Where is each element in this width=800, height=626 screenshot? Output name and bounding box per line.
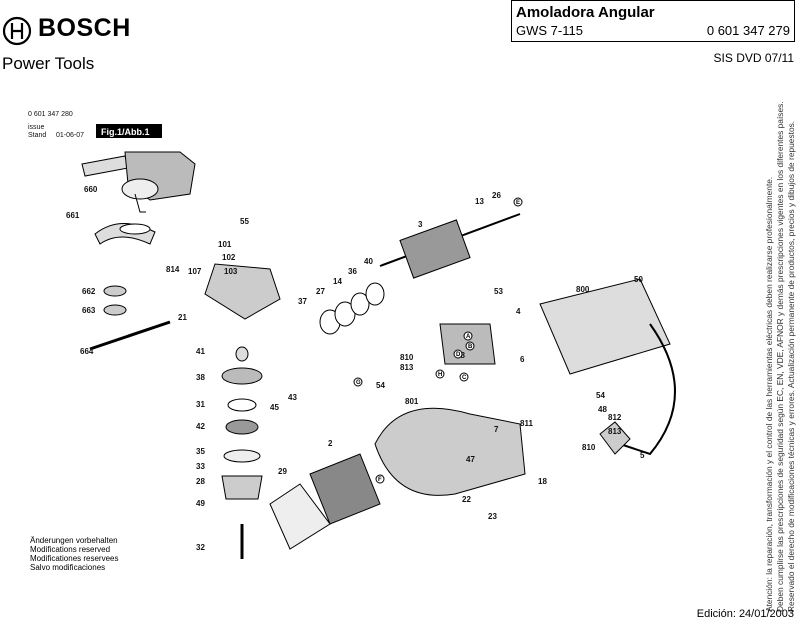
part-label: 27 (316, 287, 325, 296)
part-label: 813 (608, 427, 622, 436)
svg-text:H: H (438, 372, 442, 378)
part-label: 41 (196, 347, 205, 356)
power-cable (619, 323, 676, 456)
disclaimer-line: Deben cumplirse las prescripciones de se… (775, 101, 785, 612)
figure-part-number: 0 601 347 280 (28, 111, 73, 118)
part-label: 813 (400, 363, 414, 372)
part-label: 810 (400, 353, 414, 362)
part-label: 50 (634, 275, 643, 284)
svg-text:A: A (466, 334, 471, 340)
part-label: 3 (418, 220, 423, 229)
part-label: 811 (520, 419, 533, 428)
brand-name: BOSCH (38, 14, 131, 42)
part-label: 2 (328, 439, 333, 448)
part-label: 53 (494, 287, 503, 296)
svg-text:C: C (462, 375, 467, 381)
edition-date: Edición: 24/01/2003 (696, 608, 794, 620)
part-label: 810 (582, 443, 596, 452)
part-label: 45 (270, 403, 279, 412)
part-label: 35 (196, 447, 205, 456)
part-label: 37 (298, 297, 307, 306)
stand-label: Stand (28, 132, 46, 139)
part-label: 5 (640, 451, 645, 460)
part-label: 28 (196, 477, 205, 486)
exploded-view-drawing: 0 601 347 280 issue Stand 01-06-07 Fig.1… (28, 111, 676, 559)
part-label: 661 (66, 211, 80, 220)
part-labels: 660 661 662 663 664 55 101 102 814 107 1… (66, 185, 645, 552)
svg-text:E: E (516, 200, 520, 206)
disclaimer-line: Reservado el derecho de modificaciones t… (786, 121, 796, 612)
svg-text:D: D (456, 352, 461, 358)
connection-markers: A B C D E F G H (353, 197, 523, 484)
svg-text:G: G (356, 380, 361, 386)
rights-line: Änderungen vorbehalten (30, 536, 118, 545)
disclaimer: Atención: la reparación, transformación … (764, 101, 796, 612)
product-title: Amoladora Angular (516, 4, 655, 21)
part-label: 54 (376, 381, 385, 390)
part-label: 101 (218, 240, 232, 249)
part-label: 38 (196, 373, 205, 382)
part-label: 103 (224, 267, 238, 276)
part-label: 7 (494, 425, 499, 434)
plug-icon (599, 421, 631, 455)
part-label: 49 (196, 499, 205, 508)
motor-housing (269, 278, 671, 550)
part-label: 32 (196, 543, 205, 552)
bosch-logo-icon (2, 16, 32, 46)
armature (319, 213, 521, 335)
part-label: 18 (538, 477, 547, 486)
part-label: 107 (188, 267, 202, 276)
rights-line: Modifications reserved (30, 545, 111, 554)
part-label: 13 (475, 197, 484, 206)
part-label: 814 (166, 265, 180, 274)
part-label: 47 (466, 455, 475, 464)
part-label: 663 (82, 306, 96, 315)
part-label: 22 (462, 495, 471, 504)
part-label: 801 (405, 397, 419, 406)
gear-housing (204, 263, 281, 559)
part-label: 54 (596, 391, 605, 400)
figure-tag-box (96, 124, 162, 138)
part-label: 42 (196, 422, 205, 431)
title-box: Amoladora Angular GWS 7-115 0 601 347 27… (511, 0, 795, 42)
part-label: 43 (288, 393, 297, 402)
guard-group (89, 223, 171, 351)
part-label: 4 (516, 307, 521, 316)
part-label: 33 (196, 462, 205, 471)
assembled-grinder (81, 151, 196, 213)
part-label: 40 (364, 257, 373, 266)
issue-date: 01-06-07 (56, 132, 84, 139)
part-label: 102 (222, 253, 236, 262)
rights-line: Salvo modificaciones (30, 563, 106, 572)
part-number: 0 601 347 279 (706, 23, 790, 38)
svg-text:F: F (378, 477, 382, 483)
part-label: 26 (492, 191, 501, 200)
issue-label: issue (28, 124, 44, 131)
model-number: GWS 7-115 (516, 23, 583, 38)
product-line: Power Tools (2, 54, 95, 73)
part-label: 48 (598, 405, 607, 414)
rights-notice: Änderungen vorbehalten Modifications res… (30, 536, 118, 572)
part-label: 29 (278, 467, 287, 476)
svg-text:B: B (468, 344, 473, 350)
rights-line: Modificationes reservees (30, 554, 119, 563)
part-label: 23 (488, 512, 497, 521)
part-label: 660 (84, 185, 98, 194)
part-label: 21 (178, 313, 187, 322)
disclaimer-line: Atención: la reparación, transformación … (764, 177, 774, 612)
part-label: 6 (520, 355, 525, 364)
part-label: 14 (333, 277, 342, 286)
part-label: 800 (576, 285, 590, 294)
part-label: 55 (240, 217, 249, 226)
doc-version: SIS DVD 07/11 (713, 51, 794, 65)
part-label: 664 (80, 347, 94, 356)
part-label: 36 (348, 267, 357, 276)
part-label: 31 (196, 400, 205, 409)
figure-tag: Fig.1/Abb.1 (101, 127, 150, 137)
part-label: 662 (82, 287, 96, 296)
part-label: 812 (608, 413, 622, 422)
